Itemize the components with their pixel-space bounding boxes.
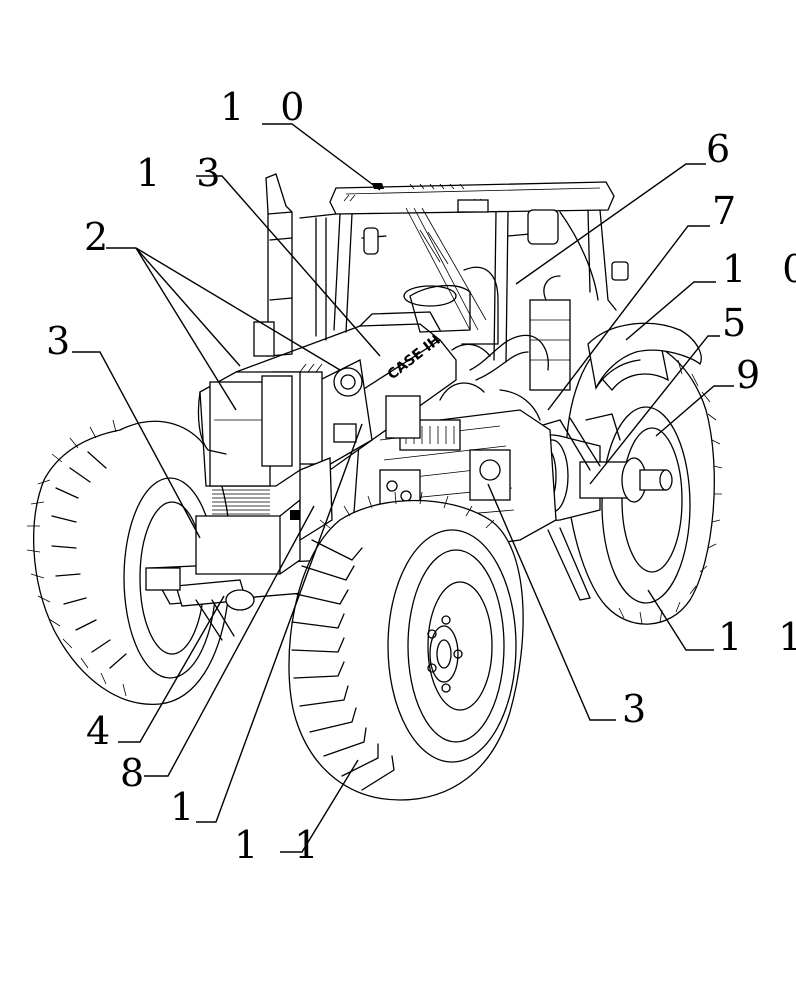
- callout-2: 2: [84, 215, 120, 259]
- callout-labels: 1 0 1 3 2 3 6 7 1 0 5 9 1 1 3 4 8 1 1 1: [46, 85, 796, 867]
- callout-6: 6: [706, 127, 742, 171]
- callout-5: 5: [722, 301, 758, 345]
- callout-9: 9: [736, 353, 772, 397]
- callout-11-right: 1 1: [718, 615, 796, 659]
- callout-13: 1 3: [136, 151, 232, 195]
- callout-10-right: 1 0: [722, 247, 796, 291]
- front-tire: [288, 491, 524, 801]
- front-radiator: [195, 371, 333, 575]
- callout-7: 7: [712, 189, 748, 233]
- callout-3-left: 3: [46, 319, 82, 363]
- cab: [299, 181, 629, 363]
- callout-8: 8: [120, 751, 156, 795]
- exhaust-stack: [253, 173, 293, 357]
- rear-fender: [587, 322, 702, 391]
- callout-3-right: 3: [622, 687, 658, 731]
- callout-10-top: 1 0: [220, 85, 316, 129]
- callout-11-bottom: 1 1: [234, 823, 330, 867]
- callout-4: 4: [86, 709, 122, 753]
- leader-lines: [72, 123, 734, 853]
- callout-1: 1: [170, 785, 206, 829]
